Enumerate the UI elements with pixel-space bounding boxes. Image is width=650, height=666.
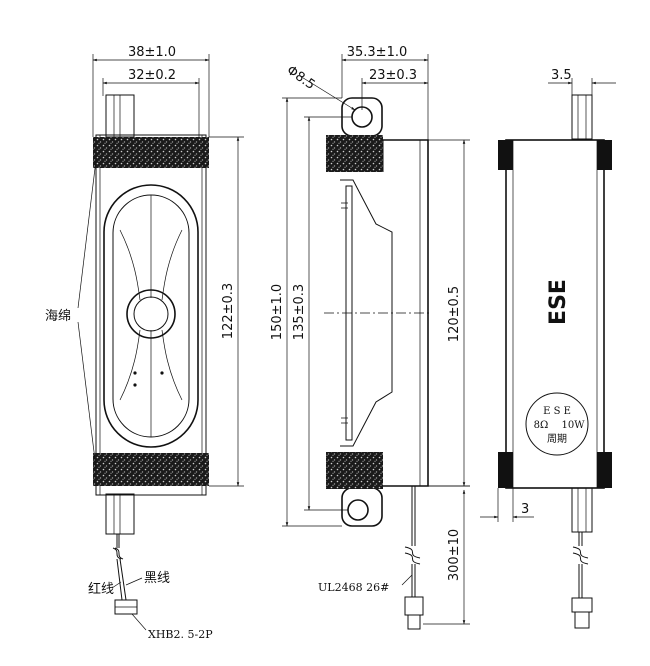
- back-view: ESE E S E 8Ω 10W 周期 3.5 3: [480, 68, 616, 629]
- label-date: 周期: [547, 433, 567, 445]
- back-pad-bottom-right: [597, 452, 612, 488]
- sponge-pad-bottom: [93, 453, 209, 486]
- back-body: [505, 139, 605, 489]
- back-pad-bottom-left: [498, 452, 513, 488]
- front-inner-width: 32±0.2: [128, 68, 176, 83]
- back-pad-top-right: [597, 140, 612, 170]
- sponge-label: 海绵: [45, 309, 71, 324]
- dust-cap: [126, 289, 176, 339]
- red-wire-label: 红线: [88, 581, 114, 597]
- cable-length: 300±10: [447, 529, 462, 581]
- side-view: Φ8.5 35.3±1.0 23±0.3 150±1.0 135±0.3 120…: [270, 45, 470, 630]
- hole-diameter: Φ8.5: [284, 63, 318, 93]
- mount-offset: 23±0.3: [369, 68, 417, 83]
- tab-offset: 3: [521, 502, 529, 517]
- overall-length: 150±1.0: [270, 284, 285, 340]
- back-pad-top-left: [498, 140, 513, 170]
- speaker-cone-outer: [103, 184, 199, 448]
- label-brand: E S E: [543, 406, 571, 417]
- total-depth: 35.3±1.0: [347, 45, 408, 60]
- front-height: 122±0.3: [221, 283, 236, 339]
- connector-label: XHB2. 5-2P: [148, 628, 213, 641]
- bottom-mount-hole: [347, 499, 369, 521]
- side-sponge-bottom: [326, 452, 383, 489]
- brand-text: ESE: [546, 279, 571, 325]
- sponge-pad-top: [93, 137, 209, 168]
- spec-label-circle: [525, 392, 589, 456]
- front-view: 38±1.0 32±0.2 122±0.3 海绵 红线 黑线 XHB2. 5-2…: [45, 45, 244, 641]
- cable-label: UL2468 26#: [318, 581, 389, 594]
- body-length: 120±0.5: [447, 286, 462, 342]
- front-body: [95, 134, 207, 496]
- tab-width: 3.5: [551, 68, 572, 83]
- label-power: 10W: [561, 420, 585, 431]
- label-impedance: 8Ω: [534, 420, 549, 431]
- hole-spacing: 135±0.3: [292, 284, 307, 340]
- side-sponge-top: [326, 135, 383, 172]
- front-outer-width: 38±1.0: [128, 45, 176, 60]
- black-wire-label: 黑线: [144, 571, 170, 586]
